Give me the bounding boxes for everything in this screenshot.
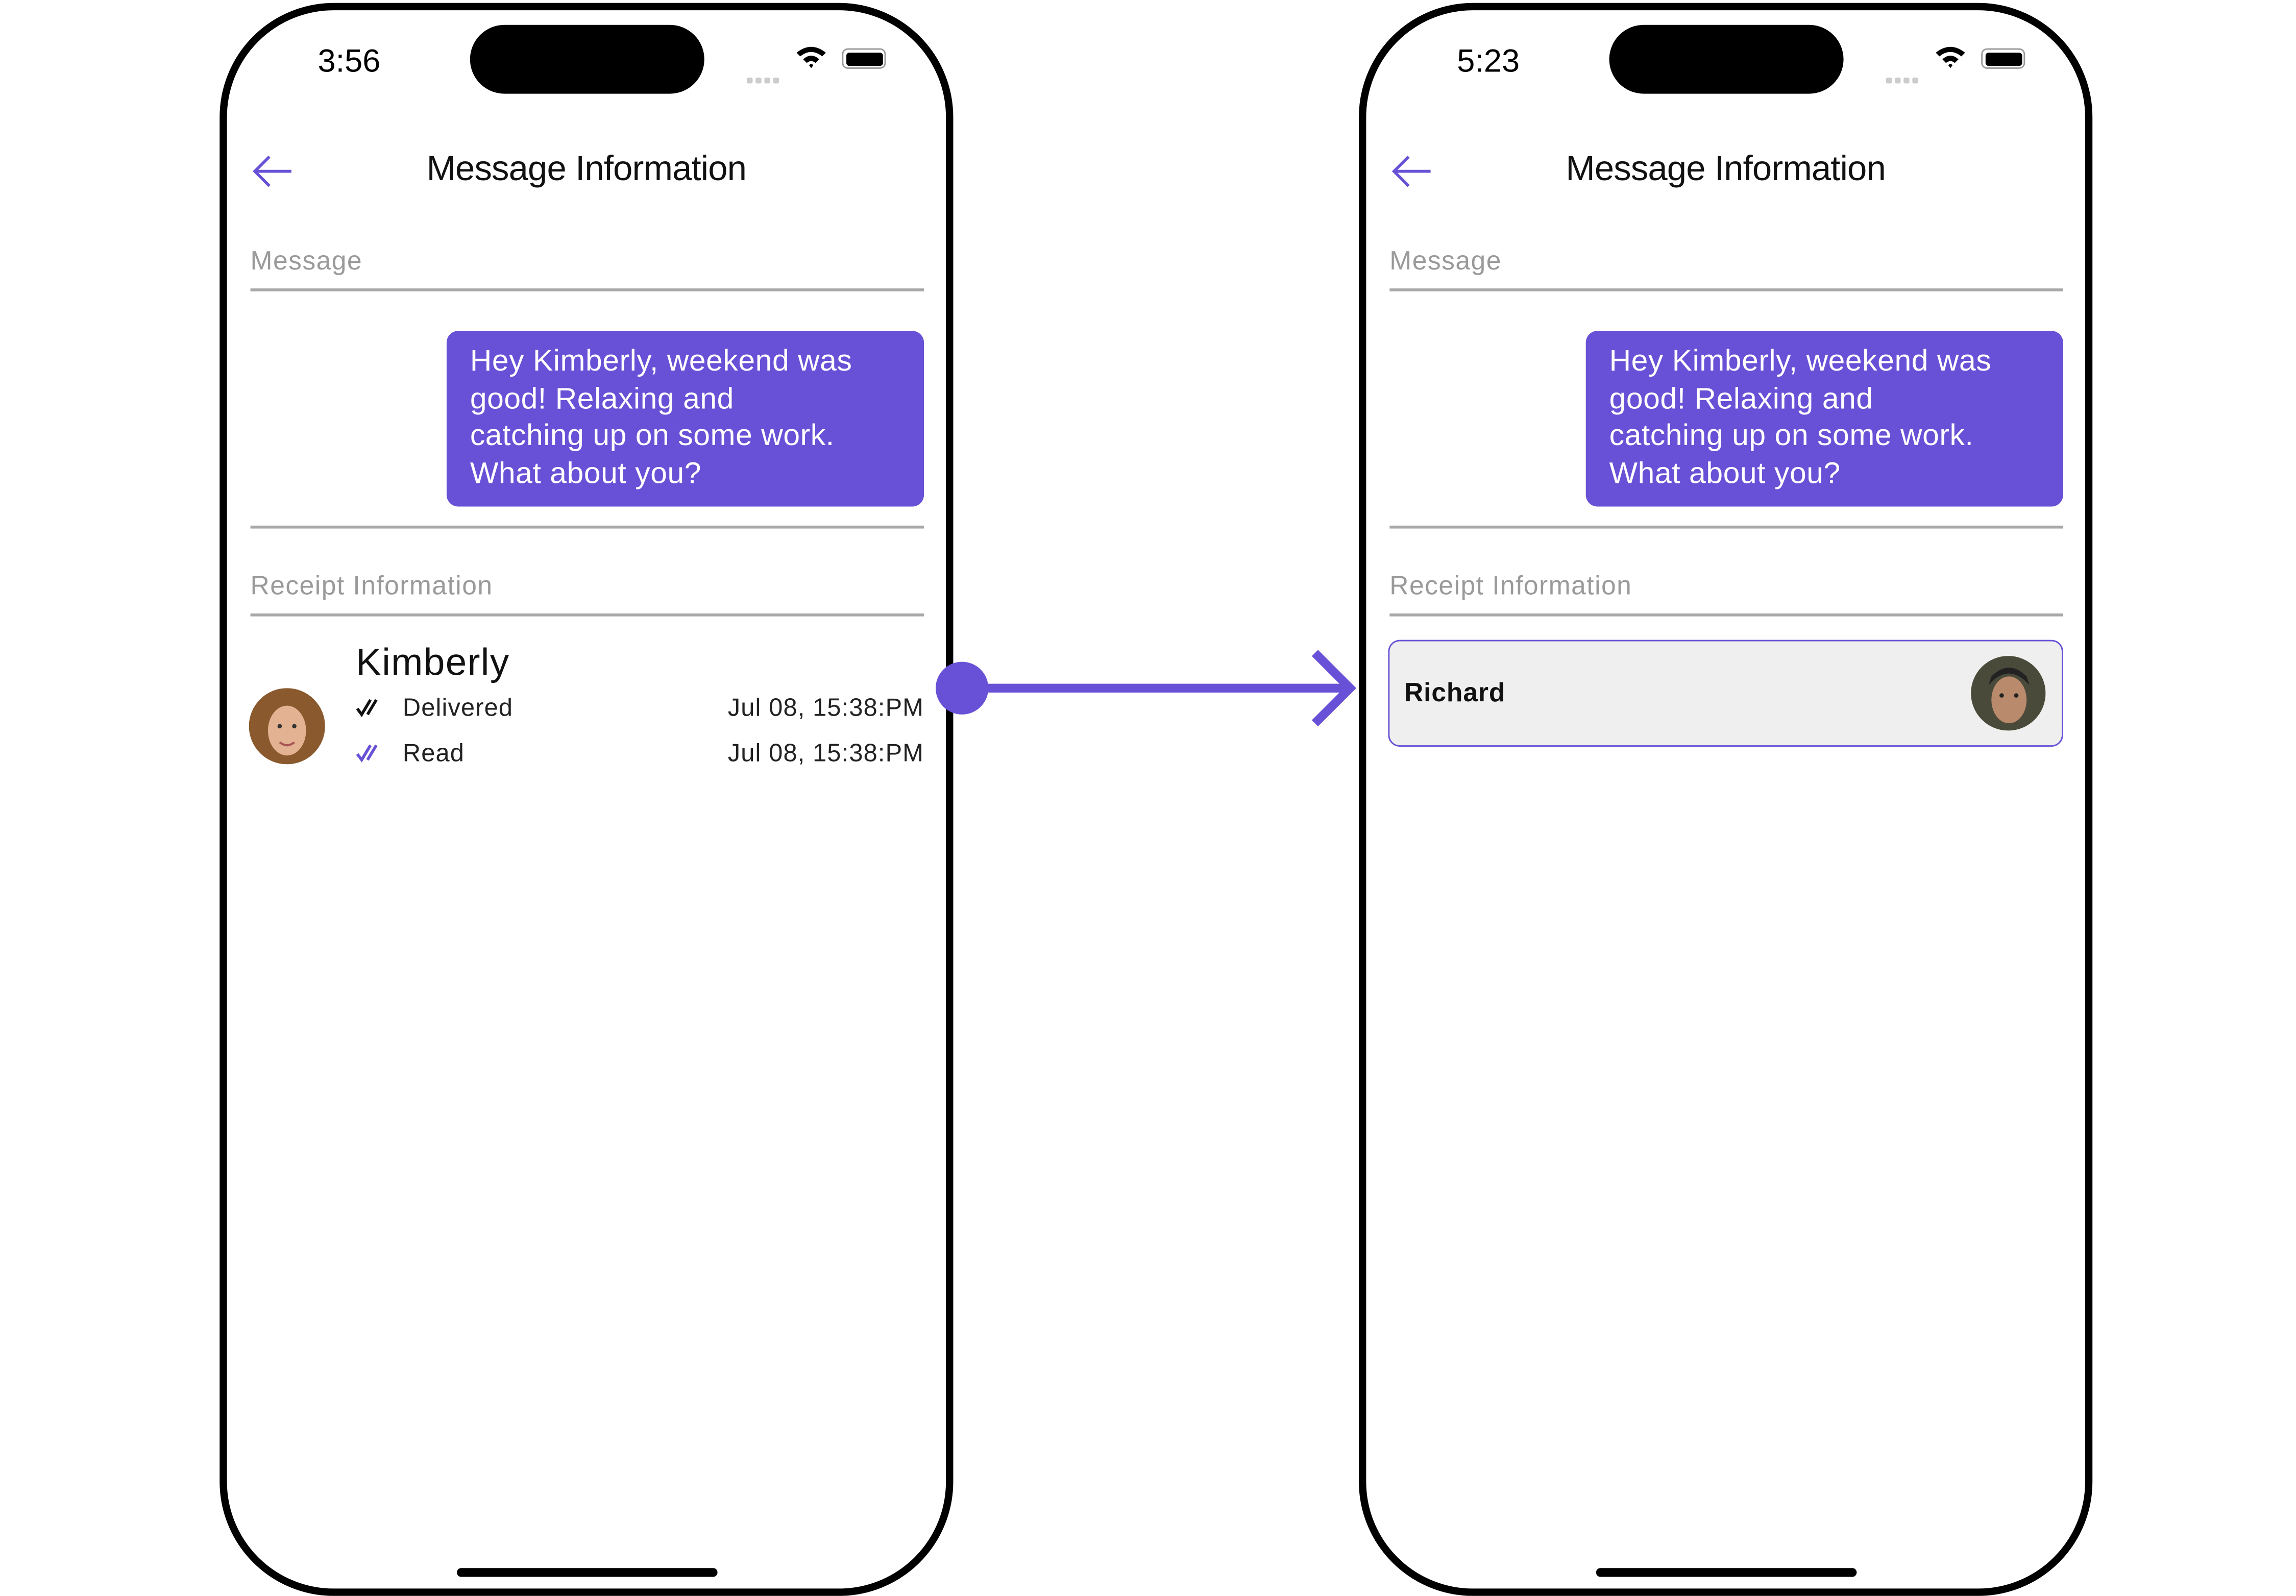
signal-icon — [1886, 64, 1921, 91]
transition-arrow-icon — [936, 650, 1357, 727]
receipt-user-name: Kimberly — [356, 640, 510, 684]
receipt-time: Jul 08, 15:38:PM — [727, 739, 924, 768]
divider — [1389, 525, 2063, 529]
phone-before: 3:56 Message Information Message Hey Kim… — [219, 3, 954, 1596]
wifi-icon — [796, 46, 826, 68]
divider — [1389, 613, 2063, 617]
double-check-read-icon — [356, 744, 378, 763]
home-indicator — [457, 1568, 718, 1577]
divider — [1389, 288, 2063, 291]
battery-icon — [842, 48, 886, 69]
message-section-label: Message — [1389, 245, 1502, 276]
page-title: Message Information — [426, 149, 747, 189]
status-time: 3:56 — [317, 42, 381, 79]
message-bubble[interactable]: Hey Kimberly, weekend was good! Relaxing… — [1585, 331, 2063, 507]
back-arrow-icon[interactable] — [251, 150, 295, 193]
receipt-status: Delivered — [402, 694, 514, 722]
dynamic-island — [470, 24, 704, 94]
avatar-kimberly — [249, 688, 325, 765]
home-indicator — [1596, 1568, 1857, 1577]
divider — [250, 613, 924, 617]
double-check-icon — [356, 699, 378, 718]
signal-icon — [746, 64, 782, 91]
divider — [250, 525, 924, 529]
wifi-icon — [1936, 46, 1965, 68]
receipt-time: Jul 08, 15:38:PM — [727, 694, 924, 722]
divider — [250, 288, 924, 291]
dynamic-island — [1609, 24, 1844, 94]
phone-after: 5:23 Message Information Message Hey Kim… — [1359, 3, 2093, 1596]
avatar-richard — [1971, 656, 2046, 731]
status-time: 5:23 — [1457, 42, 1520, 79]
message-bubble[interactable]: Hey Kimberly, weekend was good! Relaxing… — [446, 331, 924, 507]
receipt-section-label: Receipt Information — [1389, 571, 1632, 601]
page-title: Message Information — [1566, 149, 1886, 189]
receipt-section-label: Receipt Information — [250, 571, 493, 601]
receipt-user-name: Richard — [1404, 678, 1506, 707]
receipt-status: Read — [402, 739, 465, 768]
back-arrow-icon[interactable] — [1389, 150, 1433, 193]
message-section-label: Message — [250, 245, 363, 276]
battery-icon — [1981, 48, 2025, 69]
receipt-user-card[interactable]: Richard — [1388, 640, 2063, 747]
